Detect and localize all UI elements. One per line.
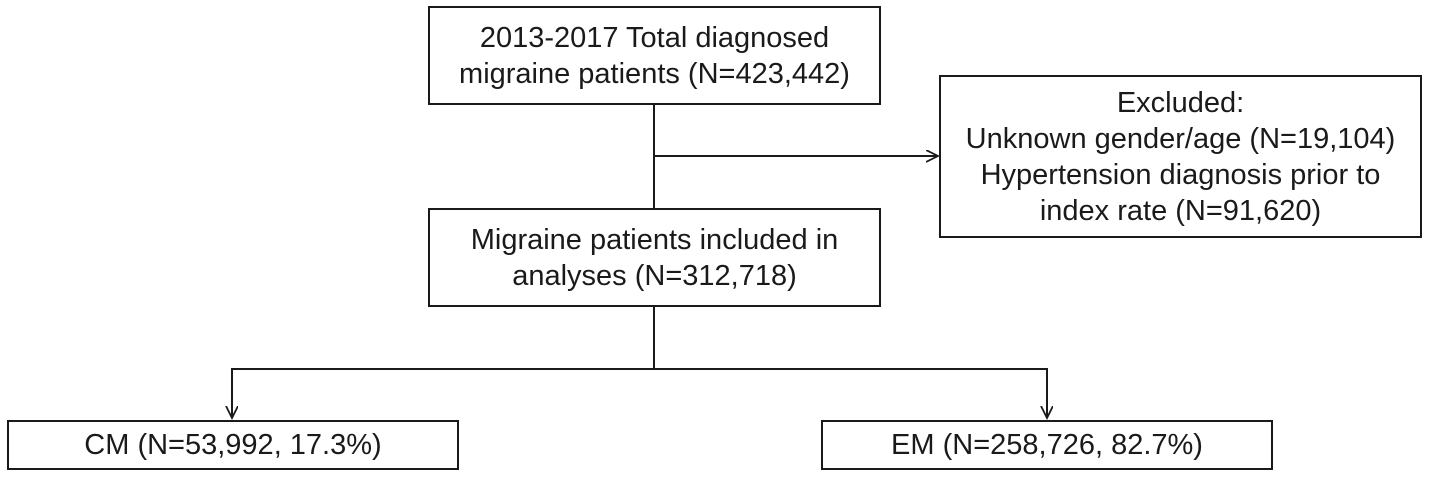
cm-label: CM (N=53,992, 17.3%)	[84, 429, 382, 461]
total-patients-box: 2013-2017 Total diagnosed migraine patie…	[428, 6, 881, 105]
total-patients-line2: migraine patients (N=423,442)	[459, 57, 850, 90]
excluded-box: Excluded: Unknown gender/age (N=19,104) …	[939, 75, 1422, 238]
included-patients-line1: Migraine patients included in	[470, 223, 839, 256]
included-patients-line2: analyses (N=312,718)	[512, 259, 797, 292]
excluded-line-hypertension: Hypertension diagnosis prior to	[980, 158, 1381, 191]
cm-box: CM (N=53,992, 17.3%)	[7, 420, 459, 470]
total-patients-line1: 2013-2017 Total diagnosed	[479, 21, 830, 54]
excluded-heading: Excluded:	[1116, 86, 1245, 119]
em-box: EM (N=258,726, 82.7%)	[821, 420, 1273, 470]
em-label: EM (N=258,726, 82.7%)	[891, 429, 1203, 461]
included-patients-box: Migraine patients included in analyses (…	[428, 208, 881, 307]
excluded-line-gender-age: Unknown gender/age (N=19,104)	[965, 122, 1396, 155]
excluded-line-index-rate: index rate (N=91,620)	[1039, 194, 1322, 227]
